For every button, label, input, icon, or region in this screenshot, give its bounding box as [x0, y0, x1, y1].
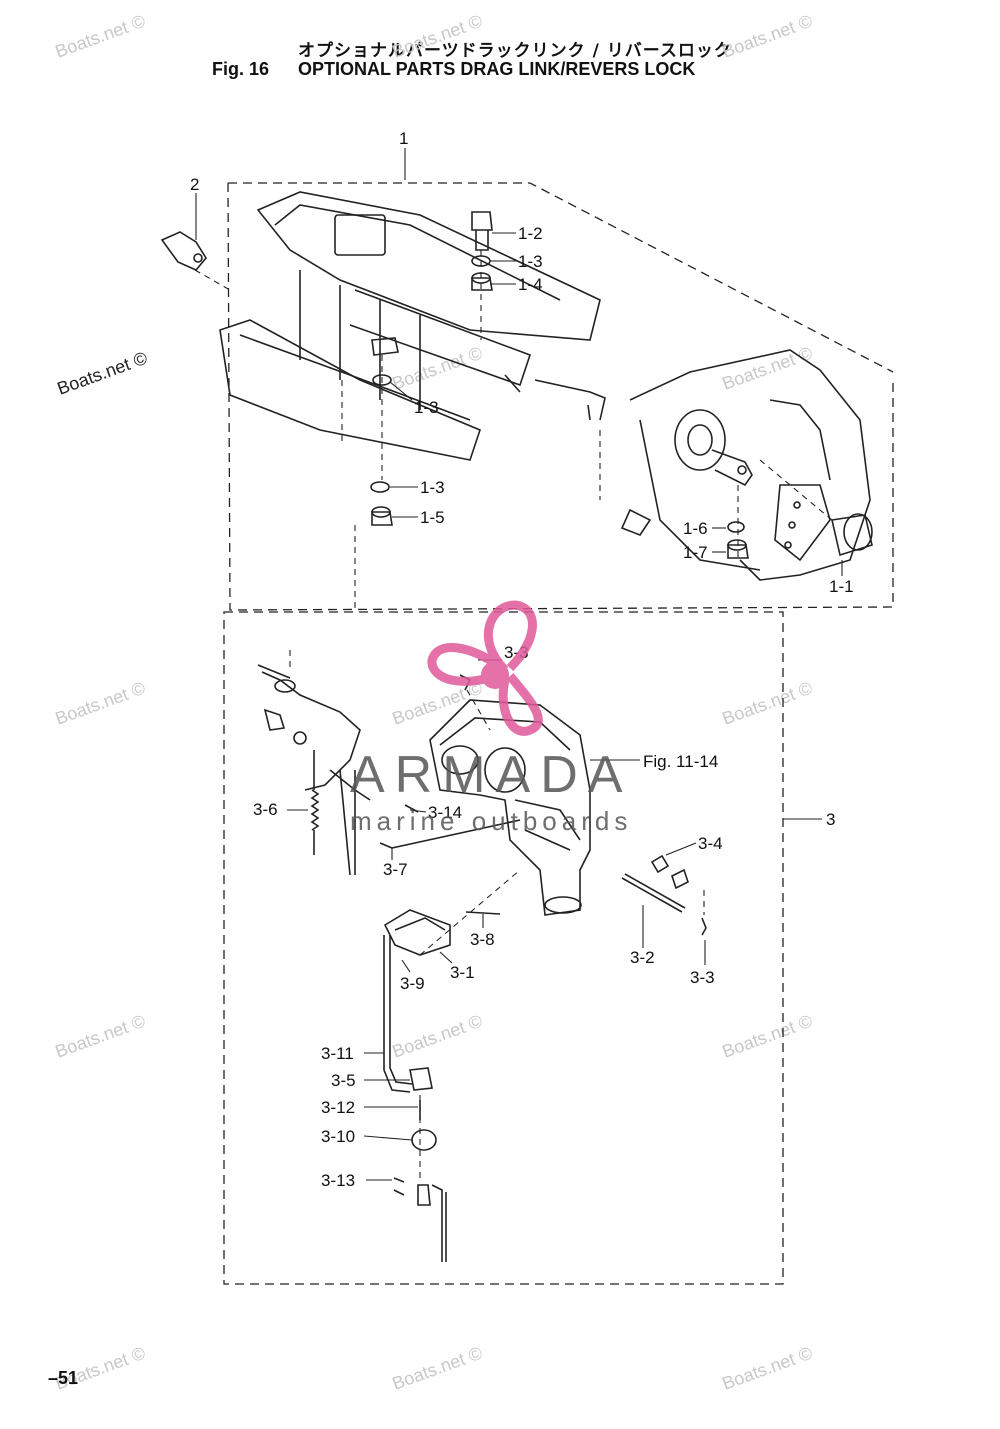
callout-3-8: 3-8 — [470, 930, 495, 949]
lower-rod — [417, 1184, 447, 1262]
clamp-bracket-lower — [219, 319, 481, 461]
callout-3-1: 3-1 — [450, 963, 475, 982]
labels-lower: 3-3 Fig. 11-14 3 3-6 3-14 3-7 3-4 3-8 3-… — [253, 643, 835, 1190]
rod-3-2 — [621, 873, 686, 913]
exploded-lines-upper — [194, 250, 833, 612]
watermark-9: Boats.net © — [720, 678, 815, 729]
callout-1-4: 1-4 — [518, 275, 543, 294]
logo-name: ARMADA — [350, 746, 632, 804]
exploded-lines-lower — [289, 650, 705, 1180]
swivel-bracket — [429, 699, 591, 916]
watermark-6: Boats.net © — [720, 343, 815, 394]
callout-3-13: 3-13 — [321, 1171, 355, 1190]
callout-3-11: 3-11 — [321, 1044, 354, 1063]
callout-3-4: 3-4 — [698, 834, 723, 853]
callout-fig-ref: Fig. 11-14 — [643, 752, 718, 771]
callout-3-5: 3-5 — [331, 1071, 356, 1090]
watermark-2: Boats.net © — [390, 11, 485, 62]
nut-1-7 — [727, 544, 749, 559]
callout-1: 1 — [399, 129, 408, 148]
propeller-icon — [427, 600, 543, 736]
steering-bracket — [629, 349, 871, 581]
propeller-hub — [481, 661, 509, 689]
logo-tagline: marine outboards — [350, 806, 632, 836]
watermark-7: Boats.net © — [53, 678, 148, 729]
callout-1-5: 1-5 — [420, 508, 445, 527]
page-number: –51 — [48, 1368, 79, 1388]
leaders-upper — [195, 148, 843, 576]
watermark-1: Boats.net © — [53, 11, 148, 62]
callout-1-3-a: 1-3 — [518, 252, 543, 271]
drag-link-end — [711, 449, 753, 487]
page-number-value: 51 — [58, 1368, 79, 1388]
armada-logo: ARMADA marine outboards — [350, 600, 632, 836]
callout-3-3-b: 3-3 — [690, 968, 715, 987]
labels-upper: 1 2 1-2 1-3 1-4 1-3 1-3 1-5 1-6 1-7 1-1 — [190, 129, 854, 596]
pin-3-13 — [393, 1177, 405, 1196]
watermark-14: Boats.net © — [390, 1343, 485, 1394]
watermark-10: Boats.net © — [53, 1011, 148, 1062]
callout-1-6: 1-6 — [683, 519, 708, 538]
rod-3-11 — [383, 935, 413, 1093]
assembly-1-outline — [227, 182, 894, 611]
figure-title: OPTIONAL PARTS DRAG LINK/REVERS LOCK — [298, 59, 696, 79]
washer-1-3-low — [370, 481, 390, 493]
callout-1-2: 1-2 — [518, 224, 543, 243]
washer-1-3-mid — [372, 374, 392, 386]
callout-3: 3 — [826, 810, 835, 829]
callout-3-6: 3-6 — [253, 800, 278, 819]
callout-3-10: 3-10 — [321, 1127, 355, 1146]
spring-3-6 — [310, 789, 320, 831]
watermark-12: Boats.net © — [720, 1011, 815, 1062]
plate — [371, 337, 399, 356]
callout-1-3-b: 1-3 — [414, 398, 439, 417]
watermark-4: Boats.net © — [55, 348, 150, 399]
reverse-lock-lever — [257, 664, 361, 791]
knob-1-1 — [831, 514, 873, 557]
figure-number: Fig. 16 — [212, 59, 270, 79]
callout-2: 2 — [190, 175, 199, 194]
watermark-3: Boats.net © — [720, 11, 815, 62]
callout-1-1: 1-1 — [829, 577, 854, 596]
clamp-bracket-upper — [256, 191, 601, 341]
grease-fitting-2 — [160, 231, 207, 271]
nut-1-4 — [471, 277, 493, 291]
pin-3-3-lower — [701, 917, 707, 936]
assembly-1-bracket — [160, 182, 894, 611]
leaders-lower — [287, 659, 822, 1181]
watermark-15: Boats.net © — [720, 1343, 815, 1394]
lock-link-3-1 — [383, 909, 451, 956]
pin-3-7 — [379, 819, 521, 849]
bolt-1-2 — [471, 211, 493, 251]
clamp-3-5 — [409, 1067, 433, 1091]
callout-3-9: 3-9 — [400, 974, 425, 993]
callout-3-12: 3-12 — [321, 1098, 355, 1117]
callout-3-2: 3-2 — [630, 948, 655, 967]
washer-1-6 — [727, 521, 745, 533]
pin-3-8 — [465, 911, 501, 915]
collar-3-10 — [411, 1129, 437, 1151]
callout-1-3-c: 1-3 — [420, 478, 445, 497]
nut-1-5 — [371, 511, 393, 526]
japanese-title: オプショナルパーツドラックリンク / リバースロック — [298, 41, 732, 61]
callout-3-7: 3-7 — [383, 860, 408, 879]
tilt-tube — [504, 374, 606, 421]
watermark-11: Boats.net © — [390, 1011, 485, 1062]
assembly-3-parts — [257, 664, 707, 1262]
callout-1-7: 1-7 — [683, 543, 708, 562]
spring-3-4 — [650, 854, 689, 890]
callout-3-14: 3-14 — [428, 803, 462, 822]
